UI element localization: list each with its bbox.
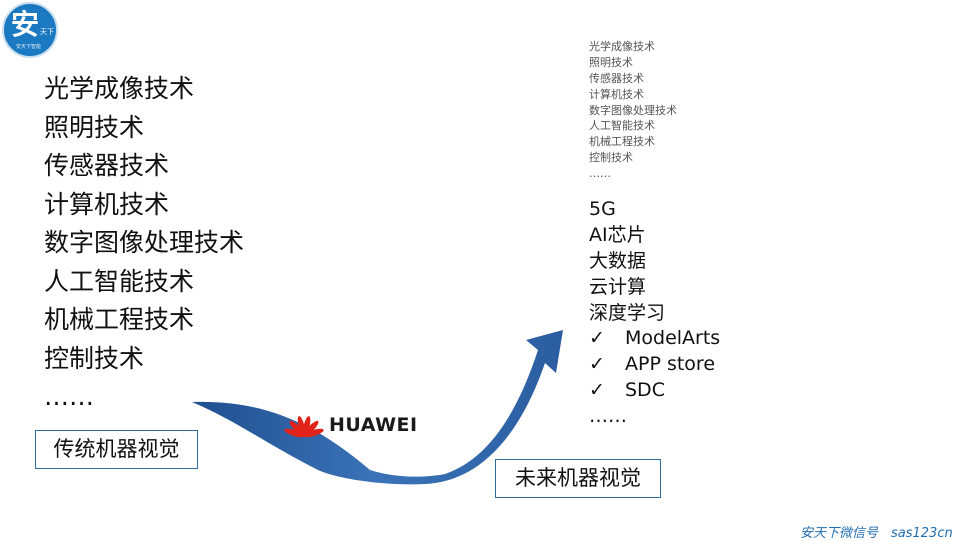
list-item: 人工智能技术 [589,119,655,133]
list-item: 数字图像处理技术 [589,103,677,117]
logo-tiny-text: 安天下智能 [16,44,42,50]
list-item: 深度学习 [589,301,720,327]
future-tech-list: 5G AI芯片 大数据 云计算 深度学习 ✓ ModelArts ✓ APP sto… [589,197,720,430]
list-item: 照明技术 [589,55,633,69]
list-item-label: 5G [589,198,616,220]
list-item: ✓ SDC [589,378,720,404]
list-item-label: APP store [625,353,716,376]
future-tech-small-list: 光学成像技术 照明技术 传感器技术 计算机技术 数字图像处理技术 人工智能技术 … [589,39,677,182]
list-item-label: ModelArts [625,327,721,350]
future-vision-label-box: 未来机器视觉 [495,459,661,498]
list-item: 大数据 [589,249,720,275]
list-item: 云计算 [589,275,720,301]
list-item-label: …… [589,405,627,428]
list-item: 5G [589,197,720,223]
list-item-label: AI芯片 [589,223,646,246]
list-item: 控制技术 [589,151,633,165]
huawei-brand-text: HUAWEI [329,414,418,436]
list-item-label: SDC [625,379,665,402]
list-item: 机械工程技术 [589,135,655,149]
list-item: 机械工程技术 [44,305,195,334]
logo: 安 天下 安天下智能 [2,2,58,58]
list-item-label: 大数据 [589,249,647,272]
traditional-tech-list: 光学成像技术 照明技术 传感器技术 计算机技术 数字图像处理技术 人工智能技术 … [44,70,244,417]
list-item: …… [589,167,611,181]
arrow-shape [192,330,563,485]
list-item-label: 深度学习 [589,301,666,324]
list-item: 计算机技术 [44,189,170,219]
list-item: 传感器技术 [589,71,644,85]
watermark-text: 安天下微信号 sas123cn [800,526,953,541]
checkmark-icon: ✓ [589,327,605,350]
list-item: 传感器技术 [44,151,170,180]
list-item: AI芯片 [589,223,720,249]
list-item: …… [44,382,94,411]
list-item: 数字图像处理技术 [44,228,245,257]
logo-sub-text: 天下 [40,28,54,36]
list-item: …… [589,404,720,430]
list-item: 计算机技术 [589,87,644,101]
list-item: 人工智能技术 [44,266,195,296]
checkmark-icon: ✓ [589,379,605,402]
list-item-label: 云计算 [589,275,647,298]
logo-main-char: 安 [11,8,40,41]
huawei-logo-icon [284,416,324,438]
list-item: ✓ APP store [589,352,720,378]
list-item: ✓ ModelArts [589,326,720,352]
list-item: 控制技术 [44,343,145,373]
list-item: 光学成像技术 [589,40,655,53]
traditional-vision-label-box: 传统机器视觉 [35,430,198,469]
list-item: 光学成像技术 [44,74,195,103]
checkmark-icon: ✓ [589,353,605,376]
list-item: 照明技术 [44,112,145,142]
